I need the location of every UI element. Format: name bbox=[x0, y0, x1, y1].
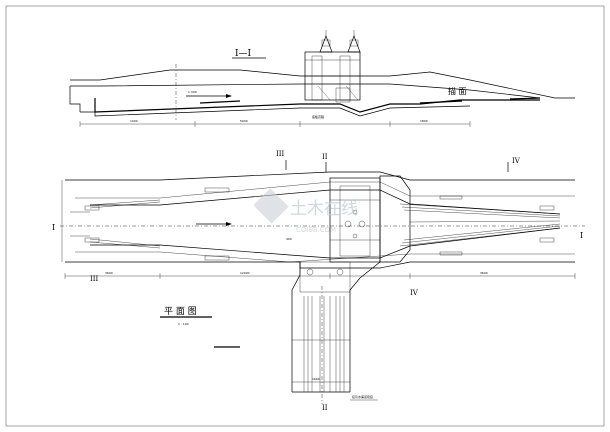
dim-plan-total: 12000 bbox=[240, 271, 250, 275]
section-mark-iv-bottom: IV bbox=[410, 289, 419, 297]
plan-branch-channel bbox=[291, 261, 381, 404]
section-left-block bbox=[69, 86, 81, 112]
section-channel-bottom-2 bbox=[80, 105, 471, 117]
section-mark-i-left: I bbox=[52, 223, 55, 232]
section-mark-i-right: I bbox=[580, 231, 583, 240]
plan-wingwall-left bbox=[70, 199, 161, 249]
section-mark-iv-top: IV bbox=[512, 157, 521, 165]
section-mark-iii-bottom: III bbox=[90, 275, 99, 283]
plan-outline-bottom bbox=[65, 261, 575, 269]
plan-inner-top bbox=[90, 189, 561, 215]
drawing-frame bbox=[5, 5, 605, 427]
plan-title: 平 面 图 bbox=[164, 306, 197, 317]
plan-dimensions: 3600 12000 3600 400 1600 bbox=[61, 180, 576, 383]
section-mark-iii-top: III bbox=[276, 150, 285, 158]
note-bottom: 接引水渠道衔接 bbox=[352, 394, 373, 399]
watermark-en: COI88.COM bbox=[296, 226, 336, 234]
dim-branch-width: 1600 bbox=[312, 377, 320, 381]
plan-flow-arrow bbox=[196, 222, 232, 226]
section-mark-ii-top: II bbox=[322, 153, 328, 161]
plan-scale: 1 : 100 bbox=[178, 322, 189, 326]
dim-plan-height: 400 bbox=[286, 237, 292, 241]
plan-wingwall-right bbox=[399, 203, 561, 247]
watermark: 土木在线 COI88.COM bbox=[253, 188, 358, 234]
gate-tower bbox=[304, 30, 361, 103]
section-flow-arrow: 1:300 bbox=[186, 90, 232, 98]
plan-view: I I II II III III IV IV 3600 12000 3600 … bbox=[52, 150, 585, 412]
section-dimensions: 1000 5000 1800 底板高程 bbox=[79, 114, 471, 127]
dim-plan-left: 3600 bbox=[105, 271, 113, 275]
watermark-cn: 土木在线 bbox=[290, 199, 358, 219]
dim-sec-total: 5000 bbox=[240, 119, 248, 123]
plan-gate-structure bbox=[329, 175, 411, 263]
section-mark-ii-bottom: II bbox=[322, 404, 328, 412]
section-view: I—I bbox=[69, 30, 575, 127]
section-side-label: 描 面 bbox=[448, 86, 467, 96]
dim-plan-right: 3600 bbox=[480, 271, 488, 275]
note-section: 底板高程 bbox=[312, 114, 324, 119]
section-riprap bbox=[199, 97, 541, 104]
plan-inner-top-2 bbox=[75, 181, 575, 199]
plan-outline-top bbox=[65, 171, 575, 181]
dim-sec-right: 1800 bbox=[420, 119, 428, 123]
section-top-profile-2 bbox=[70, 83, 541, 99]
plan-riprap bbox=[84, 187, 555, 261]
slope-label: 1:300 bbox=[188, 90, 197, 94]
dim-sec-left: 1000 bbox=[130, 119, 138, 123]
plan-inner-bottom-2 bbox=[75, 251, 575, 263]
section-title: I—I bbox=[235, 49, 252, 59]
